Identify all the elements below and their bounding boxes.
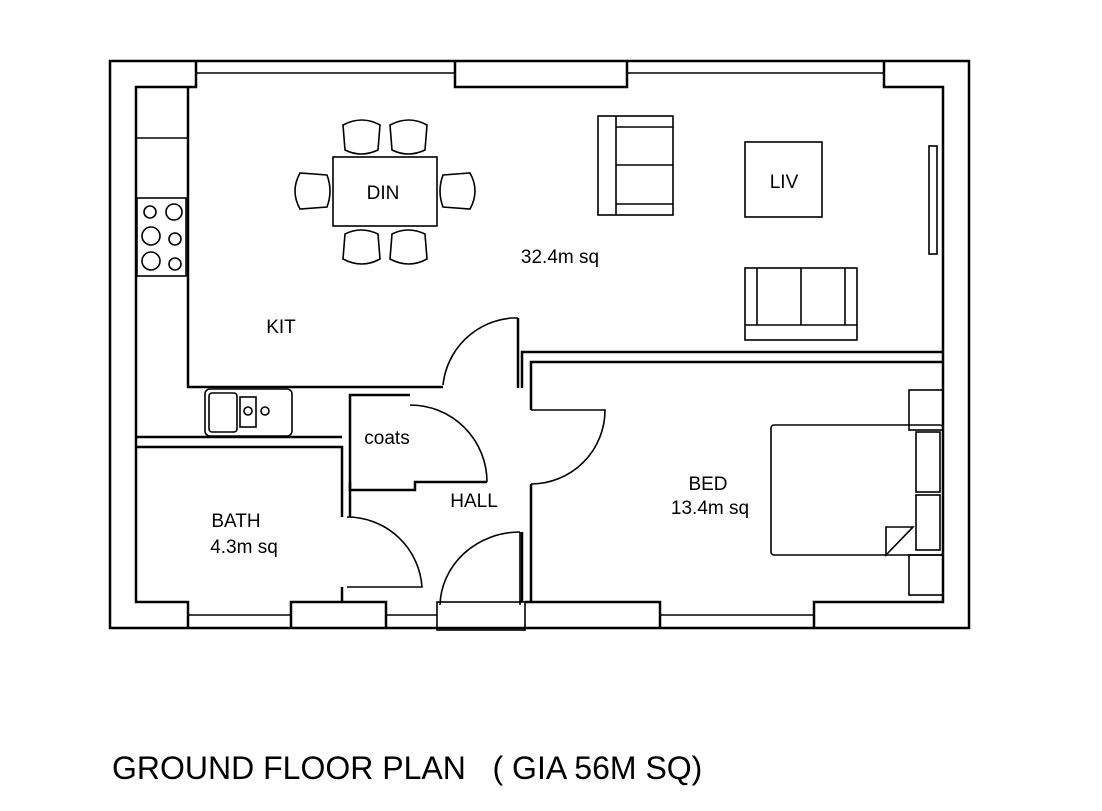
room-area-bed: 13.4m sq xyxy=(671,498,749,519)
nightstand xyxy=(908,389,944,431)
hob xyxy=(136,197,187,277)
bedroom-door[interactable] xyxy=(530,409,606,485)
dining-set xyxy=(294,119,476,265)
bedroom-furniture xyxy=(770,389,944,596)
bed xyxy=(770,424,944,556)
plan-title: GROUND FLOOR PLAN ( GIA 56M SQ) xyxy=(112,750,702,786)
room-label-bed: BED xyxy=(688,474,727,495)
room-area-liv: 32.4m sq xyxy=(521,247,599,268)
windows xyxy=(188,72,884,631)
front-door[interactable] xyxy=(439,531,521,606)
room-label-hall: HALL xyxy=(450,491,498,512)
room-area-bath: 4.3m sq xyxy=(210,537,278,558)
bath-door[interactable] xyxy=(346,516,423,588)
dining-table xyxy=(332,156,438,227)
room-label-liv: LIV xyxy=(770,172,799,193)
kitchen-door[interactable] xyxy=(442,317,518,386)
doors[interactable] xyxy=(346,317,606,606)
coffee-table xyxy=(744,141,823,218)
nightstand xyxy=(908,554,944,596)
room-label-coats: coats xyxy=(364,428,409,449)
living-furniture xyxy=(597,115,938,341)
room-label-bath: BATH xyxy=(211,511,260,532)
kitchen-units xyxy=(136,137,293,437)
interior-walls xyxy=(136,87,943,602)
coats-door[interactable] xyxy=(409,404,488,483)
sink xyxy=(204,388,293,437)
radiator xyxy=(928,145,938,255)
room-label-kit: KIT xyxy=(266,317,296,338)
room-label-din: DIN xyxy=(367,183,400,204)
